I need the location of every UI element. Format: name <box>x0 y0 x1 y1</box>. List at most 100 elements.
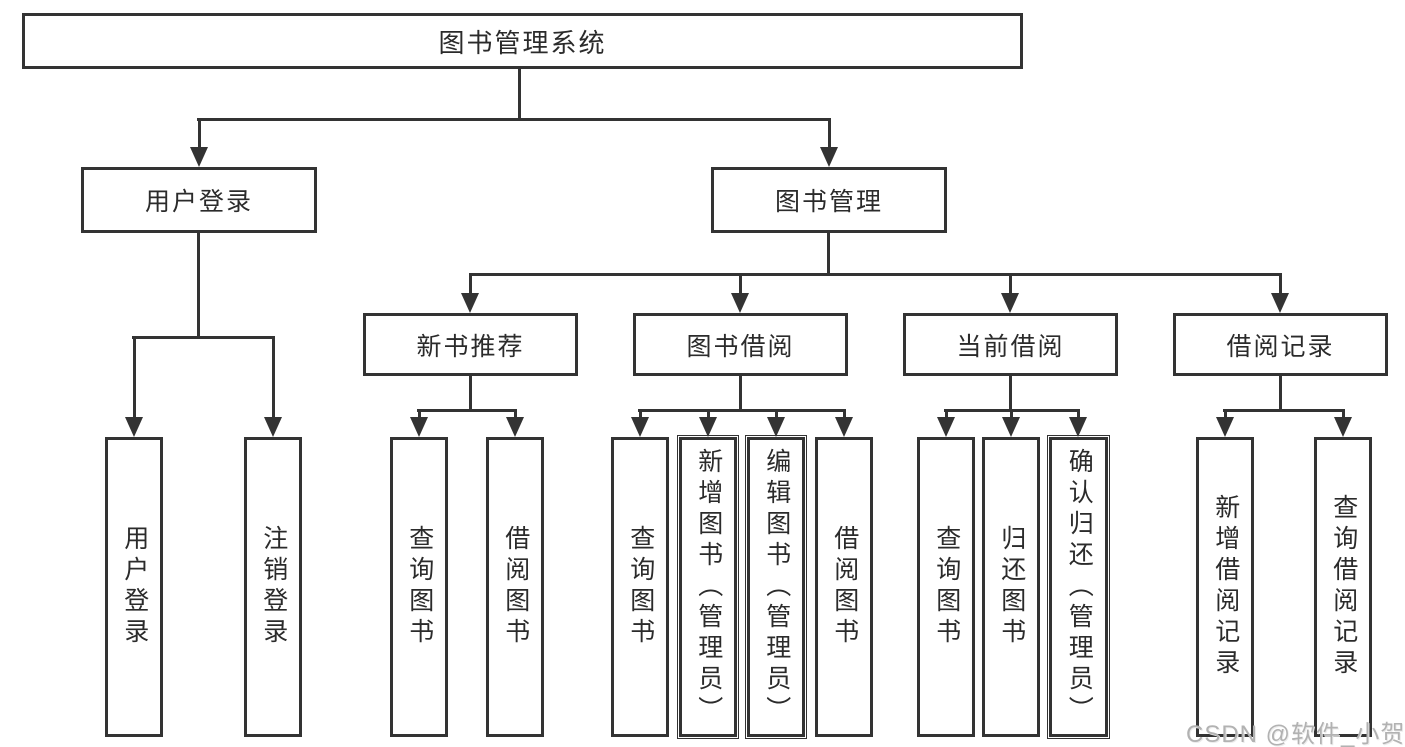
arrow-stem <box>132 336 136 417</box>
node-root: 图书管理系统 <box>22 13 1023 69</box>
leaf-current-confirm-label: 确认归还（管理员） <box>1065 447 1094 727</box>
arrow-to-records-query <box>1334 409 1352 437</box>
leaf-logout: 注销登录 <box>244 437 302 737</box>
leaf-borrow-edit-label: 编辑图书（管理员） <box>762 447 791 727</box>
node-new-books-label: 新书推荐 <box>416 332 525 361</box>
connector-new-books-rail <box>417 409 517 412</box>
node-new-books: 新书推荐 <box>363 313 578 376</box>
arrow-head-icon <box>937 417 955 437</box>
arrow-stem <box>1008 273 1012 293</box>
arrow-stem <box>774 409 778 417</box>
leaf-borrow-edit-admin: 编辑图书（管理员） <box>745 435 807 739</box>
node-book-mgmt-label: 图书管理 <box>774 188 883 216</box>
arrow-head-icon <box>190 147 208 167</box>
connector-borrow-records-rail <box>1223 409 1345 412</box>
connector-new-books-stem <box>469 376 472 412</box>
arrow-stem <box>1009 409 1013 417</box>
arrow-head-icon <box>1002 417 1020 437</box>
arrow-stem <box>638 409 642 417</box>
arrow-to-leaf-user-login <box>125 336 143 437</box>
connector-book-borrow-stem <box>739 376 742 412</box>
arrow-to-newbooks-query <box>410 409 428 437</box>
arrow-head-icon <box>125 417 143 437</box>
arrow-to-book-mgmt <box>820 118 838 167</box>
arrow-head-icon <box>1271 293 1289 313</box>
leaf-records-add: 新增借阅记录 <box>1196 437 1254 737</box>
arrow-stem <box>842 409 846 417</box>
arrow-to-book-borrow <box>731 273 749 313</box>
leaf-newbooks-borrow: 借阅图书 <box>486 437 544 737</box>
arrow-to-borrow-borrow <box>835 409 853 437</box>
arrow-stem <box>468 273 472 293</box>
arrow-stem <box>827 118 831 147</box>
arrow-to-records-add <box>1216 409 1234 437</box>
leaf-logout-label: 注销登录 <box>259 525 288 649</box>
leaf-current-return: 归还图书 <box>982 437 1040 737</box>
leaf-borrow-add-admin: 新增图书（管理员） <box>677 435 739 739</box>
watermark: CSDN @软件_小贺同学 <box>1186 721 1405 747</box>
node-user-login-label: 用户登录 <box>144 188 253 216</box>
connector-user-login-rail <box>132 336 275 339</box>
arrow-head-icon <box>1069 417 1087 437</box>
leaf-records-query: 查询借阅记录 <box>1314 437 1372 737</box>
leaf-borrow-borrow-label: 借阅图书 <box>830 525 859 649</box>
leaf-records-add-label: 新增借阅记录 <box>1211 494 1240 680</box>
connector-borrow-records-stem <box>1279 376 1282 412</box>
connector-book-mgmt-stem <box>827 233 830 276</box>
node-current-borrow: 当前借阅 <box>903 313 1118 376</box>
node-root-label: 图书管理系统 <box>438 27 607 58</box>
leaf-borrow-query: 查询图书 <box>611 437 669 737</box>
arrow-to-borrow-add <box>699 409 717 437</box>
connector-level3-rail <box>469 273 1282 276</box>
leaf-borrow-borrow: 借阅图书 <box>815 437 873 737</box>
arrow-to-borrow-records <box>1271 273 1289 313</box>
arrow-head-icon <box>1001 293 1019 313</box>
connector-level1-rail <box>197 118 831 121</box>
node-book-mgmt: 图书管理 <box>711 167 947 233</box>
leaf-borrow-query-label: 查询图书 <box>626 525 655 649</box>
leaf-current-query-label: 查询图书 <box>932 525 961 649</box>
arrow-stem <box>944 409 948 417</box>
arrow-stem <box>738 273 742 293</box>
connector-root-stem <box>518 69 521 121</box>
arrow-head-icon <box>264 417 282 437</box>
arrow-to-current-return <box>1002 409 1020 437</box>
arrow-head-icon <box>631 417 649 437</box>
arrow-head-icon <box>1216 417 1234 437</box>
arrow-stem <box>197 118 201 147</box>
arrow-head-icon <box>410 417 428 437</box>
connector-current-borrow-stem <box>1009 376 1012 412</box>
arrow-head-icon <box>699 417 717 437</box>
arrow-stem <box>1341 409 1345 417</box>
leaf-current-return-label: 归还图书 <box>997 525 1026 649</box>
arrow-to-borrow-edit <box>767 409 785 437</box>
arrow-stem <box>417 409 421 417</box>
arrow-to-leaf-logout <box>264 336 282 437</box>
arrow-to-current-confirm <box>1069 409 1087 437</box>
arrow-head-icon <box>1334 417 1352 437</box>
arrow-stem <box>271 336 275 417</box>
arrow-stem <box>1278 273 1282 293</box>
arrow-head-icon <box>835 417 853 437</box>
node-book-borrow-label: 图书借阅 <box>686 332 795 361</box>
arrow-head-icon <box>461 293 479 313</box>
arrow-head-icon <box>506 417 524 437</box>
connector-book-borrow-rail <box>638 409 846 412</box>
arrow-stem <box>1076 409 1080 417</box>
leaf-newbooks-query: 查询图书 <box>390 437 448 737</box>
leaf-newbooks-borrow-label: 借阅图书 <box>501 525 530 649</box>
node-borrow-records-label: 借阅记录 <box>1226 332 1335 361</box>
leaf-borrow-add-label: 新增图书（管理员） <box>694 447 723 727</box>
arrow-stem <box>1223 409 1227 417</box>
arrow-stem <box>513 409 517 417</box>
arrow-head-icon <box>767 417 785 437</box>
arrow-to-newbooks-borrow <box>506 409 524 437</box>
arrow-head-icon <box>731 293 749 313</box>
node-borrow-records: 借阅记录 <box>1173 313 1388 376</box>
node-current-borrow-label: 当前借阅 <box>956 332 1065 361</box>
arrow-to-new-books <box>461 273 479 313</box>
arrow-stem <box>706 409 710 417</box>
arrow-to-borrow-query <box>631 409 649 437</box>
leaf-user-login: 用户登录 <box>105 437 163 737</box>
